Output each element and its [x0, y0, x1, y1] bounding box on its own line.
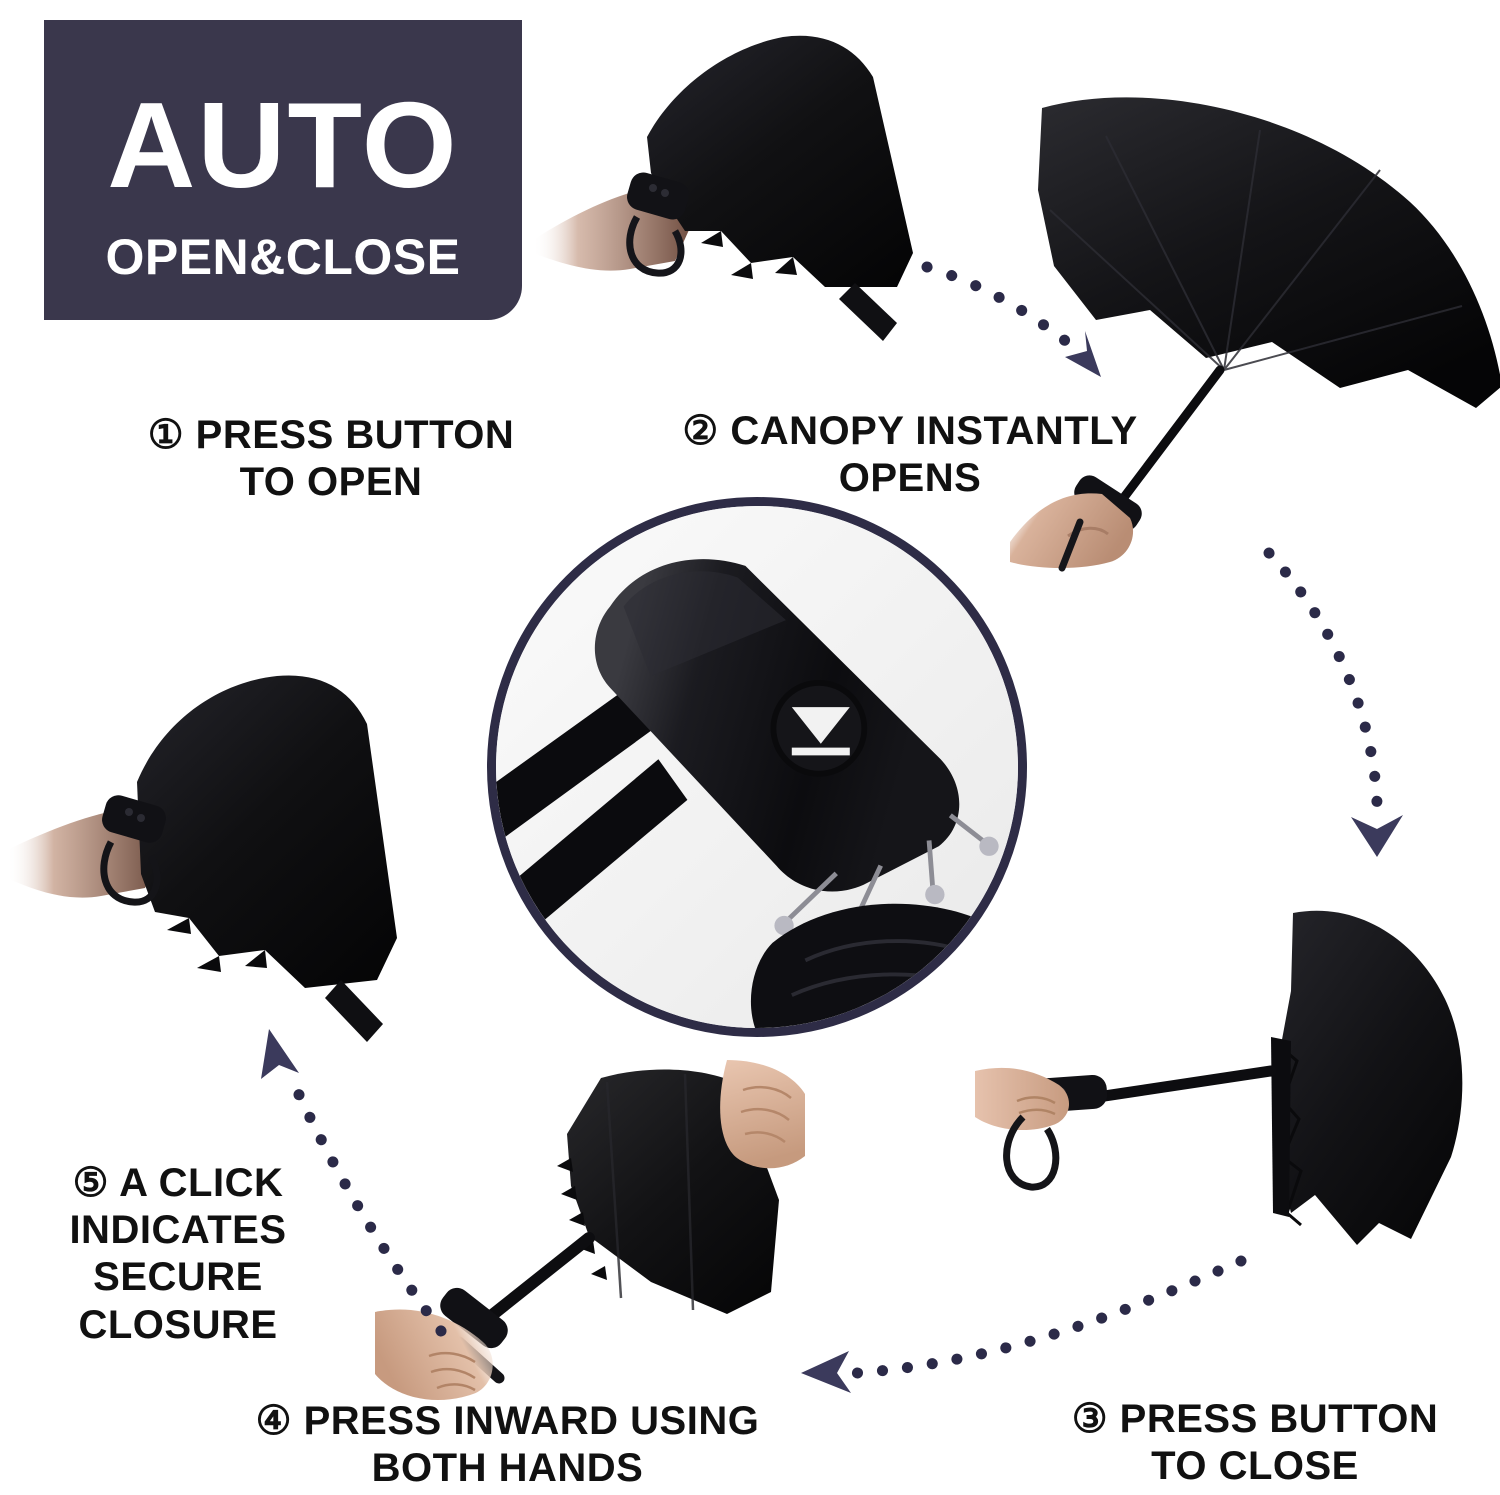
arrow-step2-to-step3	[1245, 535, 1445, 865]
photo-step-1-folded-umbrella	[525, 25, 935, 405]
arrow-step4-to-step5	[245, 1015, 455, 1355]
photo-step-2-open-umbrella	[1010, 70, 1500, 580]
photo-step-5-secured-umbrella	[5, 650, 415, 1090]
step-2-caption: ② CANOPY INSTANTLY OPENS	[682, 409, 1138, 501]
step-1-caption: ① PRESS BUTTON TO OPEN	[147, 413, 515, 505]
step-4-caption: ④ PRESS INWARD USING BOTH HANDS	[255, 1399, 760, 1491]
arrow-step3-to-step4	[785, 1245, 1285, 1445]
badge-main-text: AUTO	[107, 77, 459, 213]
badge-sub-text: OPEN&CLOSE	[105, 229, 461, 285]
handle-button-closeup-inset	[487, 497, 1027, 1037]
step-3-caption: ③ PRESS BUTTON TO CLOSE	[1071, 1397, 1439, 1489]
step-5-caption: ⑤ A CLICK INDICATES SECURE CLOSURE	[69, 1161, 287, 1347]
umbrella-open-close-button	[770, 680, 868, 777]
arrow-step1-to-step2	[915, 245, 1135, 385]
photo-step-4-press-inward	[375, 1060, 805, 1425]
auto-open-close-badge: AUTO OPEN&CLOSE	[44, 20, 522, 320]
photo-step-3-closing-umbrella	[975, 895, 1470, 1295]
